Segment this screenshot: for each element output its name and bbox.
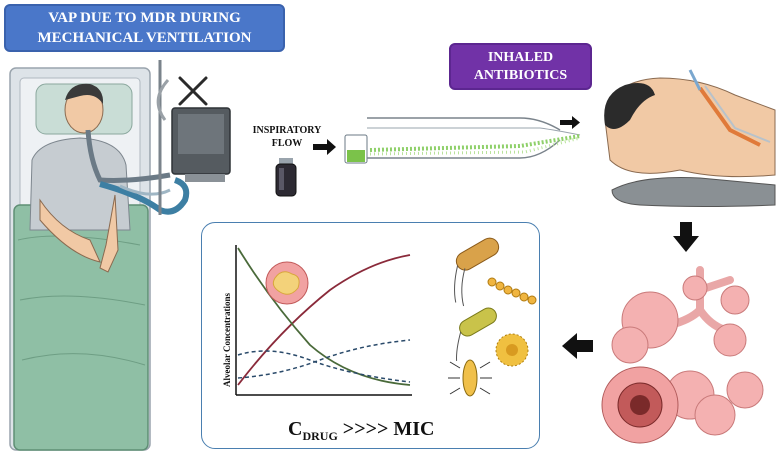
vap-banner-line1: VAP DUE TO MDR DURING [48,10,241,26]
endotracheal-tube [367,117,581,159]
vap-banner-line2: MECHANICAL VENTILATION [37,30,252,46]
arrow-right-icon [560,116,580,129]
arrow-down-icon [673,222,699,252]
flow-label-line1: INSPIRATORY [252,125,322,136]
flow-label-line2: FLOW [271,138,303,149]
formula-rest: >>>> MIC [337,418,435,440]
y-axis-label-text: Alveolar Concentrations [222,292,233,388]
vap-banner: VAP DUE TO MDR DURING MECHANICAL VENTILA… [4,4,285,52]
ventilator-tubing [85,129,190,215]
falling-curve-overlay [237,247,411,386]
dashed-curve-1-overlay [237,350,411,383]
arrow-left-icon [562,333,593,359]
dashed-curve-2-overlay [237,339,411,379]
inhaled-banner-line1: INHALED [487,49,554,65]
drug-vial [275,158,297,197]
rising-curve-overlay [237,254,411,386]
nebulizer [344,134,368,164]
formula-c: C [288,418,303,440]
inhaled-banner-line2: ANTIBIOTICS [473,67,568,83]
arrow-right-icon [313,139,336,155]
y-axis-label: Alveolar Concentrations [197,285,257,395]
ventilator [156,60,231,215]
drug-mic-formula: CDRUG >>>> MIC [288,418,435,444]
inhaled-antibiotics-banner: INHALED ANTIBIOTICS [449,43,592,90]
crossed-out-icon [178,76,208,106]
alveolus-nucleus-overlay [272,271,300,295]
patient-in-bed [9,67,151,451]
intubated-patient [604,69,776,207]
lungs [601,266,764,444]
bacteria-overlay [448,237,537,397]
formula-sub: DRUG [302,429,338,443]
inspiratory-flow-label: INSPIRATORY FLOW [245,124,329,150]
